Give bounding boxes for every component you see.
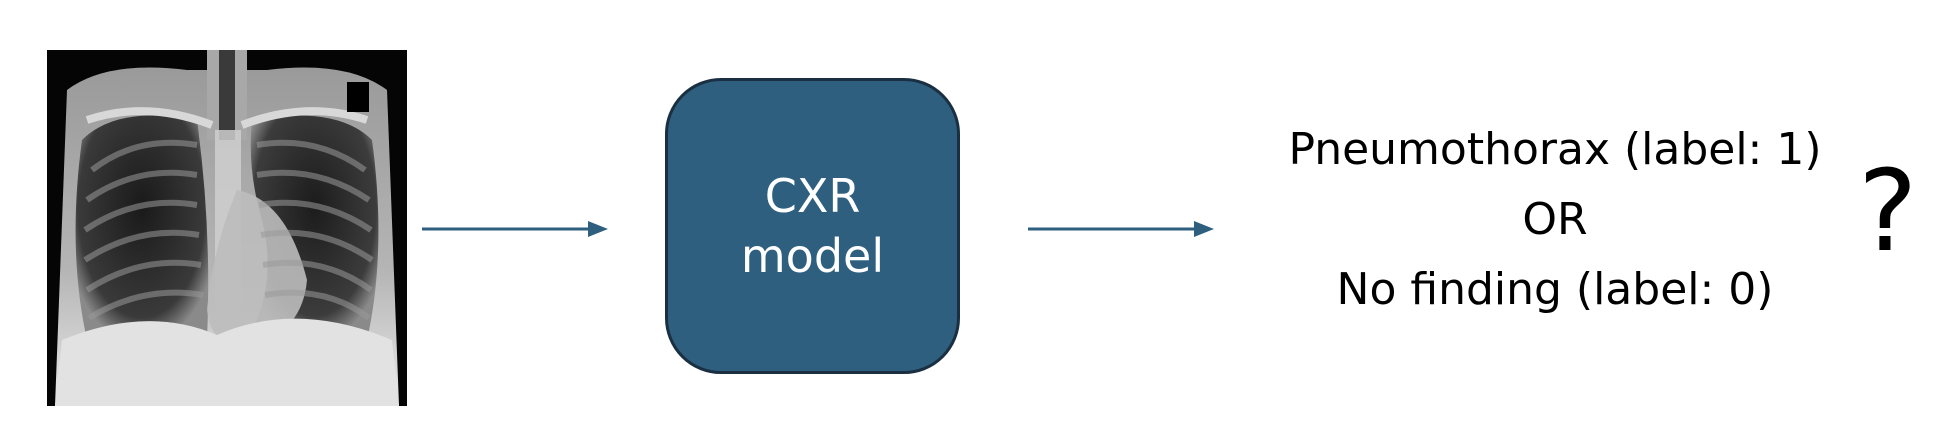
- question-mark: ?: [1858, 147, 1918, 277]
- arrow-to-output: [1028, 221, 1214, 237]
- output-option-no-finding: No finding (label: 0): [1336, 264, 1774, 315]
- output-labels: Pneumothorax (label: 1) OR No finding (l…: [1230, 115, 1880, 325]
- chest-xray-image: [47, 50, 407, 406]
- cxr-model-box: CXR model: [665, 78, 960, 374]
- arrow-to-model: [422, 221, 608, 237]
- model-label-line1: CXR: [764, 169, 861, 223]
- model-label-line2: model: [740, 229, 885, 283]
- output-separator: OR: [1522, 194, 1588, 245]
- output-option-pneumothorax: Pneumothorax (label: 1): [1288, 124, 1822, 175]
